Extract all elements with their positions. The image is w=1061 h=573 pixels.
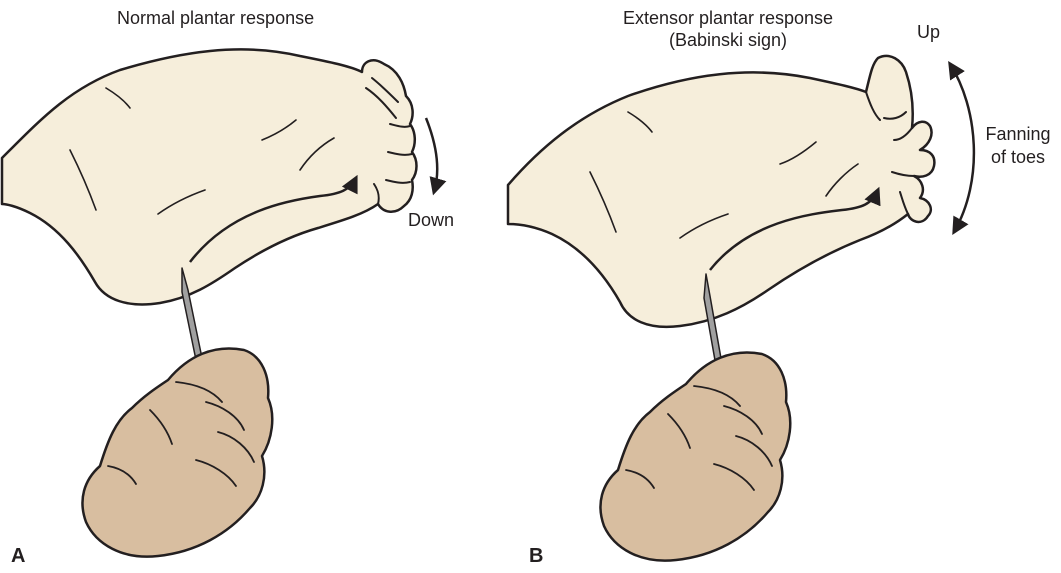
hand-b	[600, 352, 790, 560]
panel-a	[2, 49, 437, 556]
panel-b-direction-label: Up	[917, 22, 940, 43]
hand-a	[82, 348, 272, 556]
foot-b	[508, 56, 934, 327]
panel-a-title: Normal plantar response	[117, 8, 314, 29]
fanning-arrow-b	[950, 64, 974, 232]
panel-b-title-line2: (Babinski sign)	[608, 30, 848, 51]
down-arrow-a	[426, 118, 437, 192]
fanning-label-line2: of toes	[980, 147, 1056, 168]
panel-b-letter: B	[529, 545, 543, 568]
foot-a	[2, 49, 417, 304]
panel-b	[508, 56, 974, 561]
panel-a-letter: A	[11, 545, 25, 568]
panel-b-title-line1: Extensor plantar response	[608, 8, 848, 29]
fanning-label-line1: Fanning	[980, 124, 1056, 145]
panel-a-direction-label: Down	[408, 210, 454, 231]
